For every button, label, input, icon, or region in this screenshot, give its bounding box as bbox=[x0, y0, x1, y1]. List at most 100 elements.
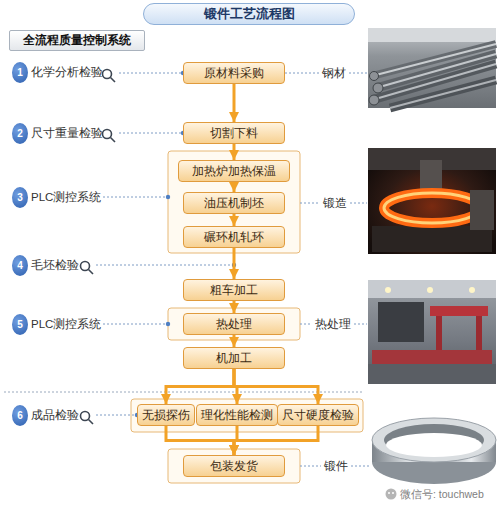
inspection-label: 化学分析检验 bbox=[31, 64, 103, 80]
flow-arrow bbox=[233, 335, 236, 347]
forged-ring-photo bbox=[386, 433, 482, 457]
magnifier-icon bbox=[103, 130, 112, 139]
steel-photo bbox=[368, 28, 496, 42]
inspection-box-text: 理化性能检测 bbox=[201, 408, 273, 423]
inspection-box: 理化性能检测 bbox=[196, 404, 278, 426]
forging-photo bbox=[420, 160, 442, 190]
separator-line bbox=[4, 392, 364, 393]
title-banner: 锻件工艺流程图 bbox=[143, 3, 355, 25]
leader-line bbox=[351, 466, 369, 467]
process-box: 粗车加工 bbox=[183, 279, 285, 301]
control-label: PLC测控系统 bbox=[31, 316, 101, 332]
flow-arrow bbox=[233, 144, 236, 160]
process-box-text: 粗车加工 bbox=[210, 283, 258, 298]
forged-ring-photo bbox=[386, 489, 397, 500]
flow-arrow bbox=[233, 248, 236, 279]
leader-line bbox=[349, 73, 367, 74]
process-box: 原材料采购 bbox=[183, 62, 285, 84]
section-header-text: 全流程质量控制系统 bbox=[23, 33, 131, 48]
magnifier-icon bbox=[103, 70, 112, 79]
process-box: 碾环机轧环 bbox=[183, 226, 285, 248]
forging-photo bbox=[384, 193, 480, 223]
process-box-text: 切割下料 bbox=[210, 126, 258, 141]
leader-line bbox=[300, 324, 312, 325]
forged-ring-photo bbox=[372, 418, 496, 500]
callout-number: 1 bbox=[12, 62, 28, 83]
inspection-label: 成品检验 bbox=[31, 407, 79, 423]
flow-arrow bbox=[166, 369, 234, 404]
heat-treatment-photo bbox=[427, 287, 433, 293]
heat-treatment-photo bbox=[469, 287, 475, 293]
leader-line bbox=[119, 133, 183, 134]
photo-caption: 钢材 bbox=[322, 65, 346, 81]
heat-treatment-photo bbox=[476, 316, 482, 350]
callout-number-text: 4 bbox=[17, 258, 23, 273]
process-box: 包装发货 bbox=[183, 455, 285, 477]
steel-photo bbox=[372, 44, 496, 76]
forged-ring-photo bbox=[372, 418, 496, 462]
flow-arrow bbox=[234, 426, 318, 455]
process-box: 加热炉加热保温 bbox=[178, 160, 290, 182]
callout-number-text: 6 bbox=[17, 408, 23, 423]
process-box: 热处理 bbox=[183, 313, 285, 335]
magnifier-icon bbox=[89, 270, 94, 275]
process-box-text: 原材料采购 bbox=[204, 66, 264, 81]
separator-line bbox=[4, 392, 364, 393]
inspection-box-text: 无损探伤 bbox=[142, 408, 190, 423]
control-label: PLC测控系统 bbox=[31, 189, 101, 205]
heat-treatment-photo bbox=[436, 316, 442, 350]
flow-arrow bbox=[233, 214, 236, 226]
magnifier-icon bbox=[81, 70, 116, 425]
heat-treatment-photo bbox=[368, 364, 496, 384]
callout-number: 5 bbox=[12, 314, 28, 335]
leader-line bbox=[285, 73, 319, 74]
photo-caption: 锻造 bbox=[323, 195, 347, 211]
forging-photo bbox=[384, 193, 480, 223]
section-header: 全流程质量控制系统 bbox=[9, 30, 145, 51]
heat-treatment-photo bbox=[368, 280, 496, 298]
inspection-box: 无损探伤 bbox=[137, 404, 195, 426]
photo-caption: 热处理 bbox=[315, 316, 351, 332]
inspection-box: 尺寸硬度检验 bbox=[277, 404, 359, 426]
magnifier-icon bbox=[111, 138, 116, 143]
steel-photo bbox=[368, 28, 496, 108]
process-box-text: 包装发货 bbox=[210, 459, 258, 474]
forged-ring-photo bbox=[392, 492, 394, 494]
watermark: 微信号: touchweb bbox=[400, 486, 484, 502]
callout-number: 3 bbox=[12, 187, 28, 208]
forging-photo bbox=[470, 190, 494, 230]
callout-number-text: 2 bbox=[17, 126, 23, 141]
process-box-text: 机加工 bbox=[216, 351, 252, 366]
leader-line bbox=[300, 203, 320, 204]
magnifier-icon bbox=[81, 262, 90, 271]
inspection-label: 毛坯检验 bbox=[31, 257, 79, 273]
steel-photo bbox=[373, 83, 383, 93]
flow-arrow bbox=[233, 301, 236, 313]
magnifier-icon bbox=[81, 412, 90, 421]
callout-number: 4 bbox=[12, 255, 28, 276]
photo-caption: 锻件 bbox=[324, 458, 348, 474]
steel-photo bbox=[369, 95, 379, 105]
leader-line bbox=[300, 466, 321, 467]
steel-photo bbox=[368, 28, 496, 108]
flow-arrow bbox=[166, 426, 234, 455]
callout-number: 2 bbox=[12, 123, 28, 144]
group-outline bbox=[131, 151, 363, 483]
leader-line bbox=[96, 265, 234, 266]
process-box: 油压机制坯 bbox=[183, 192, 285, 214]
flow-arrow bbox=[234, 369, 318, 404]
forged-ring-photo bbox=[384, 424, 484, 456]
callout-number-text: 3 bbox=[17, 190, 23, 205]
steel-photo bbox=[390, 80, 496, 108]
group-outline bbox=[168, 151, 300, 253]
heat-treatment-photo bbox=[430, 306, 488, 316]
leader-line bbox=[119, 73, 183, 74]
heat-treatment-photo bbox=[368, 280, 496, 384]
flow-arrow bbox=[233, 182, 236, 192]
process-box-text: 热处理 bbox=[216, 317, 252, 332]
steel-photo bbox=[370, 72, 379, 81]
flow-arrow bbox=[233, 84, 236, 122]
callout-number: 6 bbox=[12, 405, 28, 426]
leader-line bbox=[96, 73, 369, 466]
